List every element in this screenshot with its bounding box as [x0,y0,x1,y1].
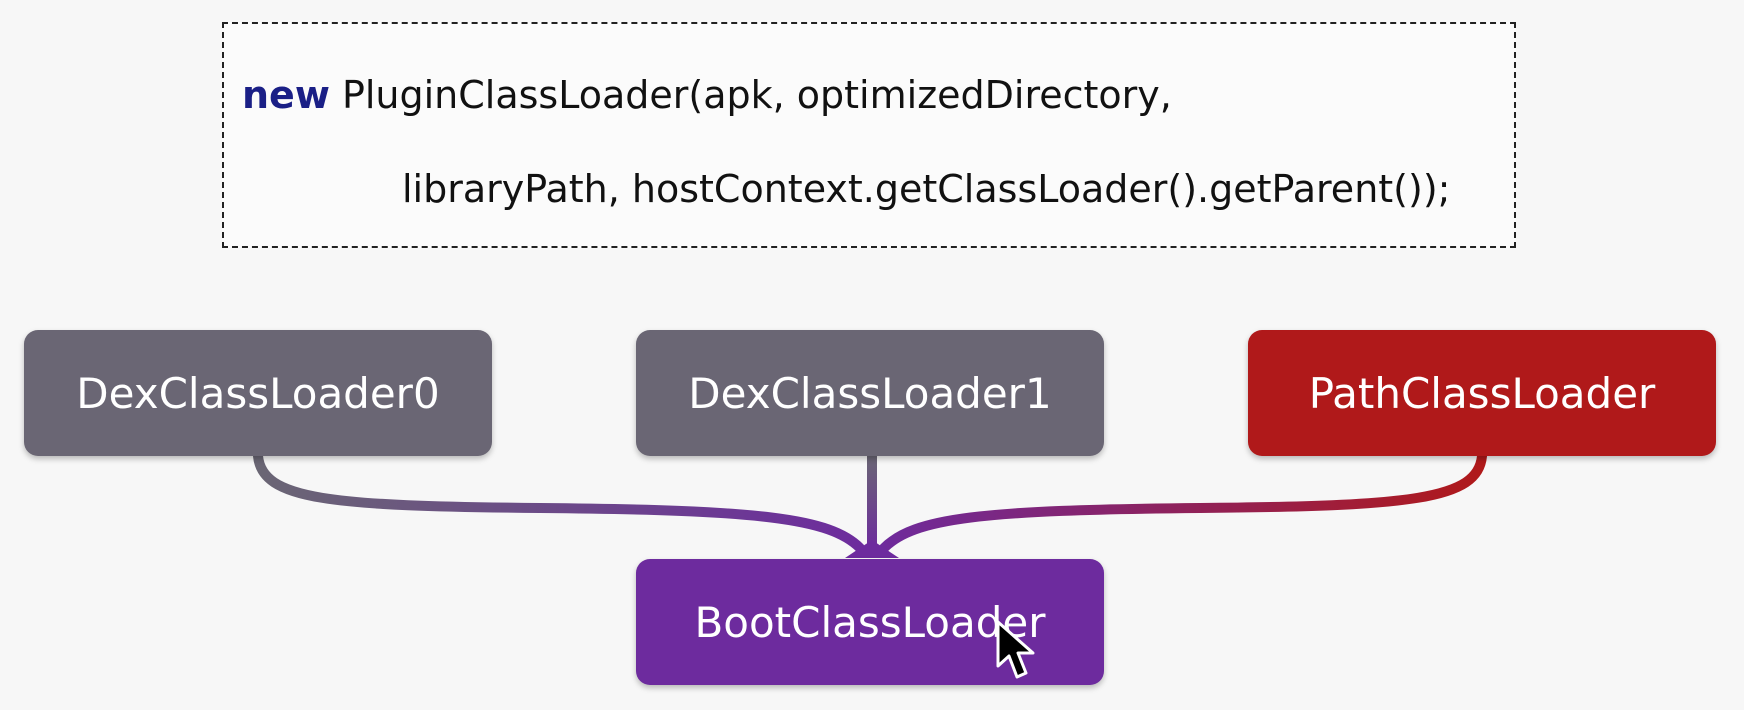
node-pathclassloader: PathClassLoader [1248,330,1716,456]
code-line-1-text: PluginClassLoader(apk, optimizedDirector… [341,73,1172,117]
node-bootclassloader: BootClassLoader [636,559,1104,685]
node-dexclassloader1: DexClassLoader1 [636,330,1104,456]
node-dexclassloader1-label: DexClassLoader1 [688,368,1052,418]
code-line-2: libraryPath, hostContext.getClassLoader(… [402,167,1451,211]
mouse-pointer-icon [996,620,1035,679]
node-pathclassloader-label: PathClassLoader [1308,368,1656,418]
arrowhead-boot [845,540,899,558]
connector-dex0-to-boot [253,451,865,553]
node-dexclassloader0: DexClassLoader0 [24,330,492,456]
node-dexclassloader0-label: DexClassLoader0 [76,368,440,418]
connector-path-to-boot [879,451,1487,553]
code-keyword-new: new [242,73,330,117]
node-bootclassloader-label: BootClassLoader [694,597,1046,647]
